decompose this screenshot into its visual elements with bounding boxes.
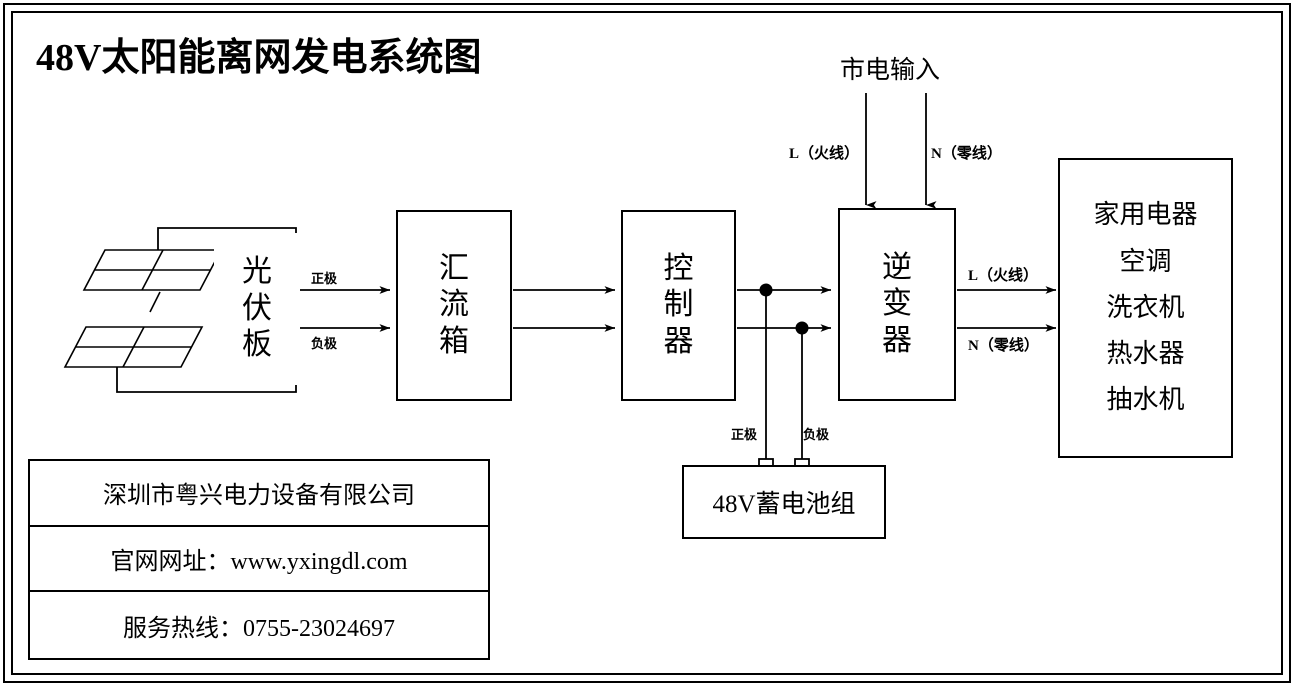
outer-frame-border — [3, 3, 1291, 683]
company-info-box: 深圳市粤兴电力设备有限公司 官网网址：www.yxingdl.com 服务热线：… — [28, 459, 490, 660]
combiner-box-block[interactable]: 汇流箱 — [396, 210, 512, 401]
output-neutral-label: N（零线） — [968, 338, 1039, 354]
pv-negative-label: 负极 — [311, 336, 338, 351]
battery-block[interactable]: 48V蓄电池组 — [682, 465, 886, 539]
mains-live-label: L（火线） — [789, 146, 860, 162]
diagram-title: 48V太阳能离网发电系统图 — [36, 37, 482, 79]
mains-input-label: 市电输入 — [840, 57, 941, 84]
appliances-list: 家用电器 空调 洗衣机 热水器 抽水机 — [1093, 192, 1197, 423]
inverter-label: 逆变器 — [882, 250, 912, 357]
appliance-item: 抽水机 — [1106, 385, 1185, 415]
battery-positive-label: 正极 — [731, 427, 758, 442]
controller-label: 控制器 — [663, 251, 694, 358]
appliance-item: 空调 — [1119, 246, 1172, 276]
pv-positive-label: 正极 — [311, 271, 338, 286]
company-hotline-row: 服务热线：0755-23024697 — [123, 615, 395, 642]
mains-neutral-label: N（零线） — [931, 146, 1002, 162]
appliance-item: 热水器 — [1106, 339, 1185, 369]
appliances-block[interactable]: 家用电器 空调 洗衣机 热水器 抽水机 — [1058, 158, 1233, 458]
appliance-item: 洗衣机 — [1106, 292, 1185, 322]
pv-panel-block[interactable]: 光伏板 — [214, 233, 300, 385]
output-live-label: L（火线） — [968, 268, 1039, 284]
battery-label: 48V蓄电池组 — [712, 491, 856, 518]
combiner-box-label: 汇流箱 — [439, 251, 469, 358]
controller-block[interactable]: 控制器 — [621, 210, 736, 401]
inverter-block[interactable]: 逆变器 — [838, 208, 956, 401]
inner-frame-border — [11, 11, 1283, 675]
company-website-row[interactable]: 官网网址：www.yxingdl.com — [30, 527, 488, 593]
pv-panel-label: 光伏板 — [242, 255, 272, 362]
appliance-item: 家用电器 — [1093, 200, 1198, 230]
battery-negative-label: 负极 — [803, 427, 830, 442]
company-name-row: 深圳市粤兴电力设备有限公司 — [30, 461, 488, 527]
